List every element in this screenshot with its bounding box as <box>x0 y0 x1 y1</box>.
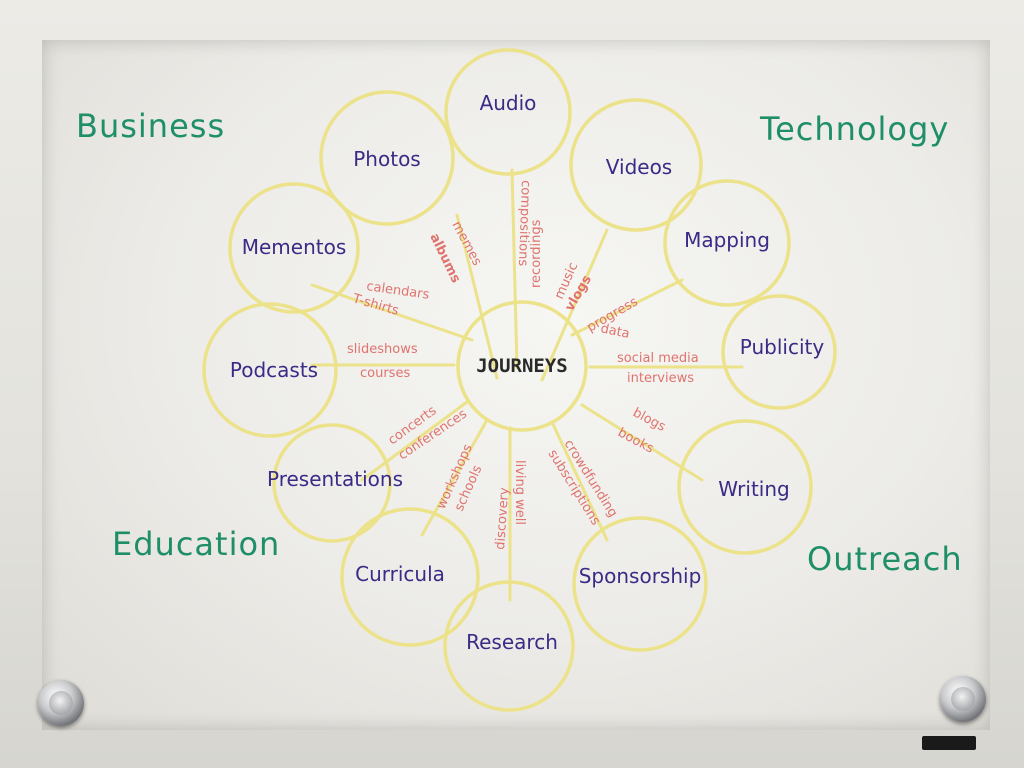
connector-videos <box>540 228 609 382</box>
spoke-interviews: interviews <box>627 371 694 386</box>
spoke-living-well: living well <box>512 460 527 525</box>
node-photos: Photos <box>353 147 420 171</box>
connector-mapping <box>570 278 684 337</box>
circle-publicity <box>721 294 837 410</box>
category-business: Business <box>76 107 225 145</box>
connector-curricula <box>420 418 489 537</box>
node-sponsorship: Sponsorship <box>579 564 702 588</box>
hub-label: JOURNEYS <box>476 355 568 377</box>
circle-writing <box>677 419 813 555</box>
mind-map: Business Technology Education Outreach J… <box>76 48 963 712</box>
spoke-blogs: blogs <box>630 405 668 435</box>
circle-videos <box>569 98 703 232</box>
spoke-recordings: recordings <box>529 219 544 288</box>
connector-photos <box>455 213 499 380</box>
spoke-books: books <box>615 425 656 456</box>
node-research: Research <box>466 630 558 654</box>
circle-curricula <box>340 507 480 647</box>
node-mementos: Mementos <box>242 235 347 259</box>
connector-sponsorship <box>550 420 609 542</box>
circle-photos <box>319 90 455 226</box>
node-audio: Audio <box>480 91 537 115</box>
node-videos: Videos <box>606 155 672 179</box>
spoke-courses: courses <box>360 366 410 381</box>
circle-research <box>443 580 575 712</box>
circle-hub <box>456 300 588 432</box>
node-writing: Writing <box>718 477 789 501</box>
spoke-discovery: discovery <box>493 487 512 551</box>
circle-mementos <box>228 182 360 314</box>
whiteboard: Business Technology Education Outreach J… <box>42 40 990 730</box>
node-circles <box>202 48 837 712</box>
circle-podcasts <box>202 302 338 438</box>
node-presentations: Presentations <box>267 467 403 491</box>
node-publicity: Publicity <box>740 335 825 359</box>
circle-mapping <box>663 179 791 307</box>
circle-sponsorship <box>572 516 708 652</box>
node-mapping: Mapping <box>684 228 770 252</box>
magnet-right <box>940 676 986 722</box>
circle-audio <box>444 48 572 176</box>
connector-lines <box>310 168 744 602</box>
circle-presentations <box>272 423 392 543</box>
magnet-left <box>38 680 84 726</box>
node-podcasts: Podcasts <box>230 358 318 382</box>
frame-brand-tag <box>922 736 976 750</box>
node-curricula: Curricula <box>355 562 445 586</box>
spoke-compositions: compositions <box>515 180 533 267</box>
connector-audio <box>510 168 519 370</box>
connector-presentations <box>360 400 469 482</box>
category-technology: Technology <box>759 110 949 148</box>
category-education: Education <box>112 525 280 563</box>
category-outreach: Outreach <box>807 540 963 578</box>
spoke-social-media: social media <box>617 351 699 366</box>
spoke-slideshows: slideshows <box>347 342 418 357</box>
spoke-data: data <box>599 321 631 342</box>
